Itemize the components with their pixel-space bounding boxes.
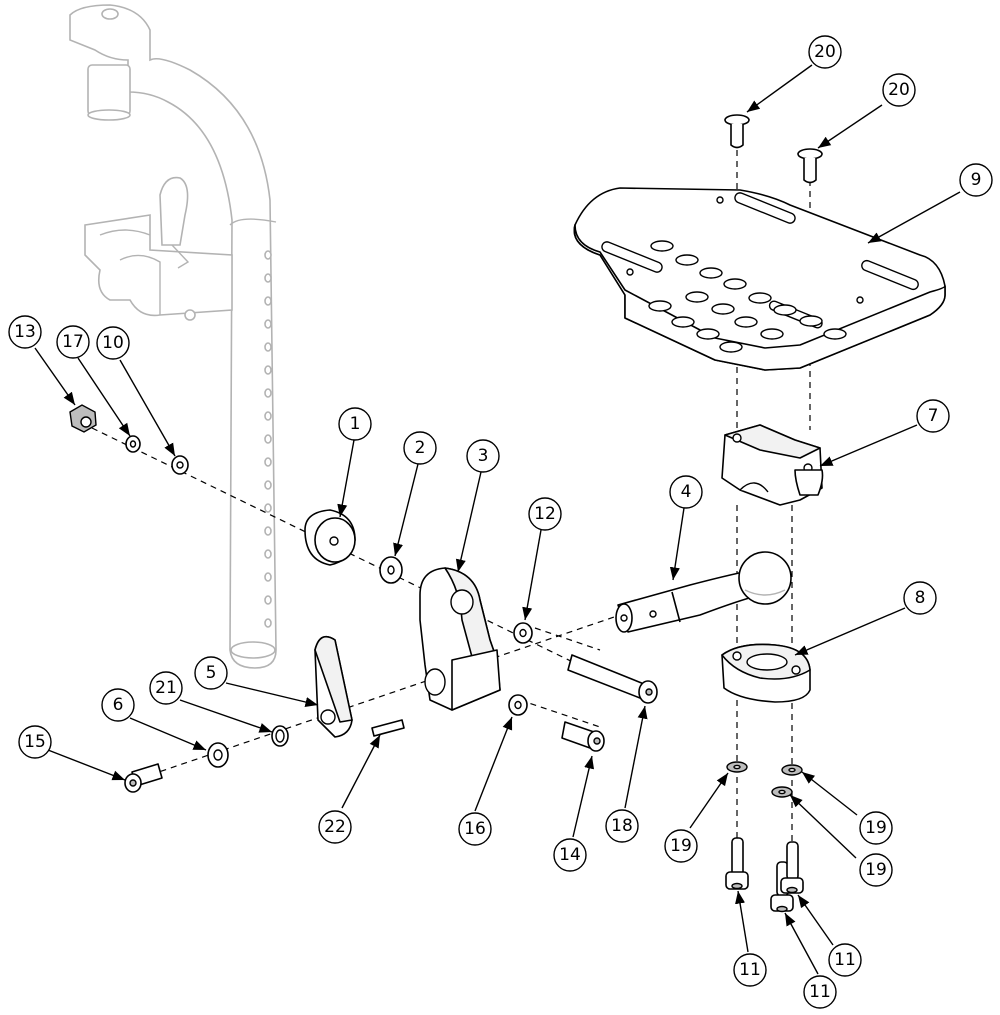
tube-holes <box>264 250 272 628</box>
lever-arm <box>314 635 353 738</box>
callout-20-right-label: 20 <box>888 80 910 100</box>
callout-22-label: 22 <box>324 817 346 837</box>
callout-19-left-label: 19 <box>670 836 692 856</box>
callout-20-right: 20 <box>882 73 916 107</box>
lock-nut <box>69 404 97 433</box>
callout-18: 18 <box>605 809 639 843</box>
callout-5-label: 5 <box>206 663 217 683</box>
callout-12-label: 12 <box>534 504 556 524</box>
retaining-ring-21 <box>271 725 289 747</box>
callout-11-left: 11 <box>733 953 767 987</box>
callout-11-middle-label: 11 <box>809 982 831 1002</box>
callout-3: 3 <box>466 439 500 473</box>
callout-16-label: 16 <box>464 819 486 839</box>
callout-16: 16 <box>458 812 492 846</box>
callout-8-label: 8 <box>915 588 926 608</box>
bolt-14 <box>561 721 605 752</box>
washer-12 <box>513 622 533 644</box>
washer-large <box>379 556 403 584</box>
callout-20-left-label: 20 <box>814 42 836 62</box>
callout-19-right-lower: 19 <box>859 853 893 887</box>
ball-arm <box>615 551 792 633</box>
lower-ball-clamp <box>721 643 811 703</box>
cap-screw-right <box>780 841 804 894</box>
callout-11-right-label: 11 <box>834 950 856 970</box>
callout-2: 2 <box>403 431 437 465</box>
callout-7-label: 7 <box>928 406 939 426</box>
callout-4: 4 <box>669 475 703 509</box>
callout-11-right: 11 <box>828 943 862 977</box>
callout-17: 17 <box>56 325 90 359</box>
footplate <box>573 187 946 371</box>
upper-ball-clamp <box>721 424 824 506</box>
callout-1-label: 1 <box>350 414 361 434</box>
callout-9-label: 9 <box>971 170 982 190</box>
pin-22 <box>371 719 405 737</box>
washer-small-10 <box>171 455 189 475</box>
callout-9: 9 <box>959 163 993 197</box>
mounting-bracket <box>419 567 501 711</box>
washer-19-left <box>726 761 748 773</box>
washer-19-right-lower <box>771 786 793 798</box>
callout-2-label: 2 <box>415 438 426 458</box>
washer-small-17 <box>125 435 141 453</box>
callout-19-left: 19 <box>664 829 698 863</box>
callout-6-label: 6 <box>113 695 124 715</box>
spacer <box>304 509 356 566</box>
callout-4-label: 4 <box>681 482 692 502</box>
callout-10: 10 <box>96 326 130 360</box>
flat-head-screw-right <box>797 148 823 184</box>
callout-18-label: 18 <box>611 816 633 836</box>
cap-screw-left <box>725 837 749 890</box>
callout-7: 7 <box>916 399 950 433</box>
callout-8: 8 <box>903 581 937 615</box>
leader-lines <box>34 64 961 975</box>
callout-15-label: 15 <box>24 732 46 752</box>
long-bolt-18 <box>567 654 658 704</box>
washer-19-right-upper <box>781 764 803 776</box>
callout-6: 6 <box>101 688 135 722</box>
callout-11-middle: 11 <box>803 975 837 1009</box>
callout-22: 22 <box>318 810 352 844</box>
callout-13-label: 13 <box>14 322 36 342</box>
callout-14-label: 14 <box>559 845 581 865</box>
bushing-6 <box>207 742 229 768</box>
callout-20-left: 20 <box>808 35 842 69</box>
callout-11-left-label: 11 <box>739 960 761 980</box>
callout-21-label: 21 <box>155 678 177 698</box>
frame-tube-ghost <box>69 4 277 669</box>
callout-3-label: 3 <box>478 446 489 466</box>
washer-16 <box>508 694 528 716</box>
callout-1: 1 <box>338 407 372 441</box>
callout-19-right-lower-label: 19 <box>865 860 887 880</box>
callout-17-label: 17 <box>62 332 84 352</box>
callout-15: 15 <box>18 725 52 759</box>
callout-12: 12 <box>528 497 562 531</box>
callout-10-label: 10 <box>102 333 124 353</box>
callout-13: 13 <box>8 315 42 349</box>
flat-head-screw-left <box>724 114 750 149</box>
callout-5: 5 <box>194 656 228 690</box>
callout-21: 21 <box>149 671 183 705</box>
shoulder-bolt-15 <box>124 763 163 793</box>
callout-14: 14 <box>553 838 587 872</box>
callout-19-right-upper-label: 19 <box>865 818 887 838</box>
callout-19-right-upper: 19 <box>859 811 893 845</box>
